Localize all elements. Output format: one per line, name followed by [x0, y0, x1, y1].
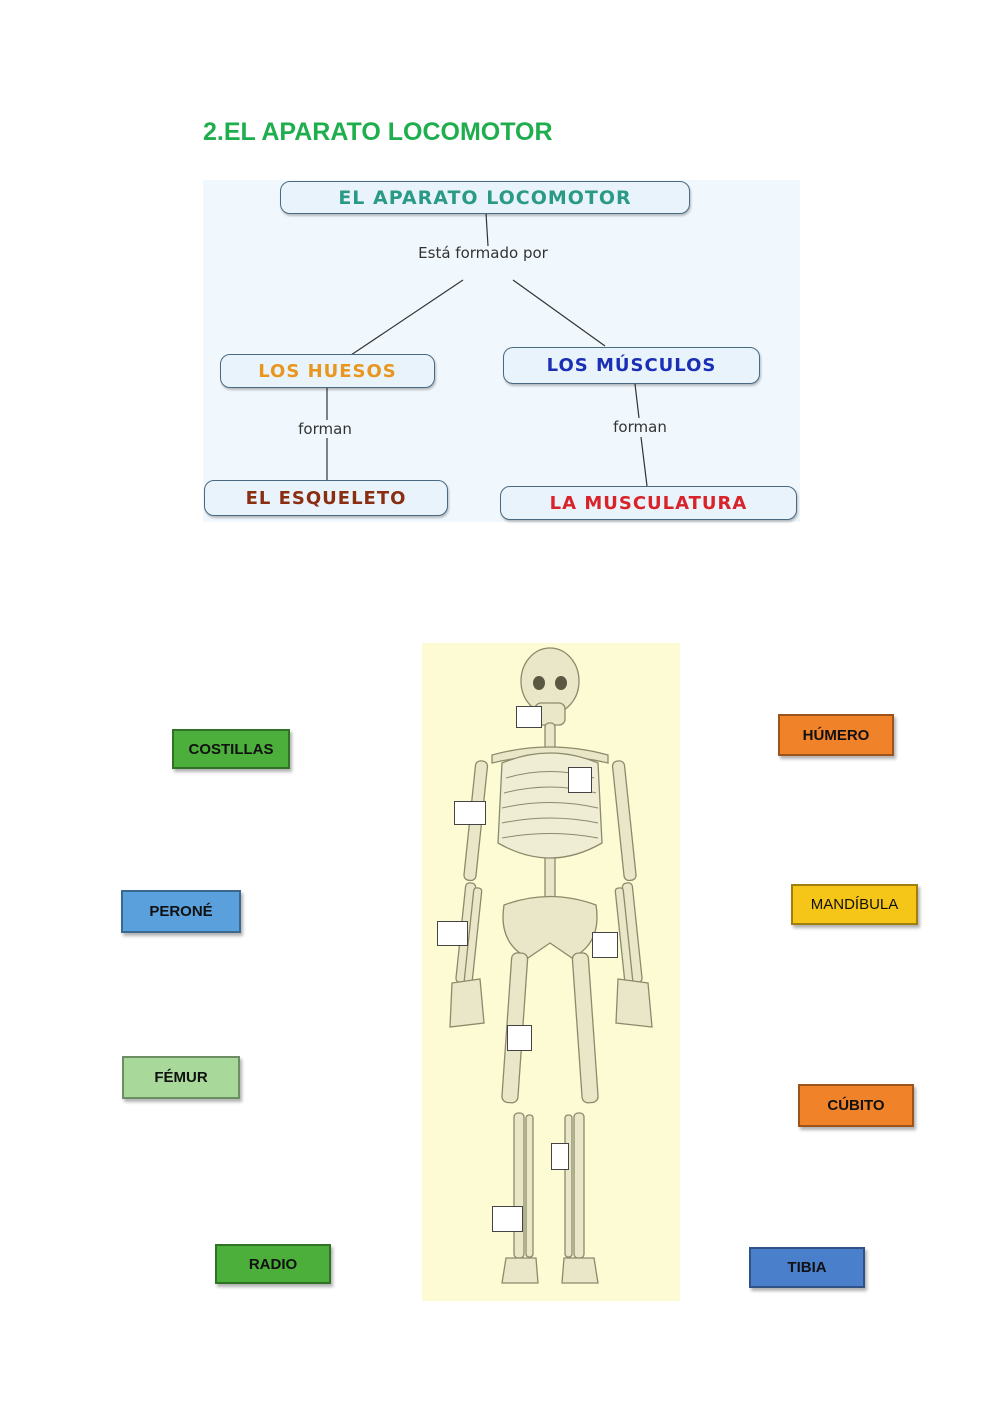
- label-costillas[interactable]: COSTILLAS: [172, 729, 290, 769]
- label-radio[interactable]: RADIO: [215, 1244, 331, 1284]
- page-title: 2.EL APARATO LOCOMOTOR: [203, 118, 553, 146]
- label-radio-text: RADIO: [248, 1255, 298, 1273]
- drop-target-5[interactable]: [592, 932, 618, 958]
- label-cubito-text: CÚBITO: [827, 1097, 885, 1114]
- right-node-label: LOS MÚSCULOS: [546, 355, 717, 376]
- label-femur[interactable]: FÉMUR: [122, 1056, 240, 1099]
- skeleton-illustration: [449, 647, 653, 1284]
- connector-right: forman: [595, 419, 685, 436]
- label-perone[interactable]: PERONÉ: [121, 890, 241, 933]
- drop-target-4[interactable]: [437, 921, 468, 946]
- label-mandibula[interactable]: MANDÍBULA: [791, 884, 918, 925]
- concept-right-node: LOS MÚSCULOS: [503, 347, 760, 384]
- connector-right-label: forman: [613, 418, 667, 436]
- connector-root: Está formado por: [408, 245, 558, 262]
- connector-root-label: Está formado por: [418, 244, 548, 262]
- drop-target-7[interactable]: [551, 1143, 569, 1170]
- label-tibia[interactable]: TIBIA: [749, 1247, 865, 1288]
- label-costillas-text: COSTILLAS: [188, 740, 274, 758]
- label-humero[interactable]: HÚMERO: [778, 714, 894, 756]
- concept-left-node: LOS HUESOS: [220, 354, 435, 388]
- label-mandibula-text: MANDÍBULA: [810, 896, 899, 913]
- concept-left-result: EL ESQUELETO: [204, 480, 448, 516]
- concept-root-label: EL APARATO LOCOMOTOR: [338, 186, 632, 209]
- label-tibia-text: TIBIA: [787, 1259, 827, 1276]
- drop-target-3[interactable]: [454, 801, 486, 825]
- connector-left: forman: [280, 421, 370, 438]
- label-femur-text: FÉMUR: [154, 1069, 208, 1086]
- drop-target-1[interactable]: [516, 706, 542, 728]
- left-node-label: LOS HUESOS: [258, 360, 397, 382]
- concept-right-result: LA MUSCULATURA: [500, 486, 797, 520]
- drop-target-8[interactable]: [492, 1206, 523, 1232]
- drop-target-2[interactable]: [568, 767, 592, 793]
- left-result-label: EL ESQUELETO: [245, 487, 407, 509]
- right-result-label: LA MUSCULATURA: [549, 492, 748, 514]
- concept-map: EL APARATO LOCOMOTOR Está formado por LO…: [203, 180, 800, 522]
- concept-root: EL APARATO LOCOMOTOR: [280, 181, 690, 214]
- concept-map-connectors: [326, 212, 648, 487]
- drop-target-6[interactable]: [507, 1025, 532, 1051]
- connector-left-label: forman: [298, 420, 352, 438]
- skeleton-panel: [422, 643, 680, 1301]
- label-humero-text: HÚMERO: [802, 726, 870, 744]
- label-cubito[interactable]: CÚBITO: [798, 1084, 914, 1127]
- label-perone-text: PERONÉ: [149, 903, 213, 920]
